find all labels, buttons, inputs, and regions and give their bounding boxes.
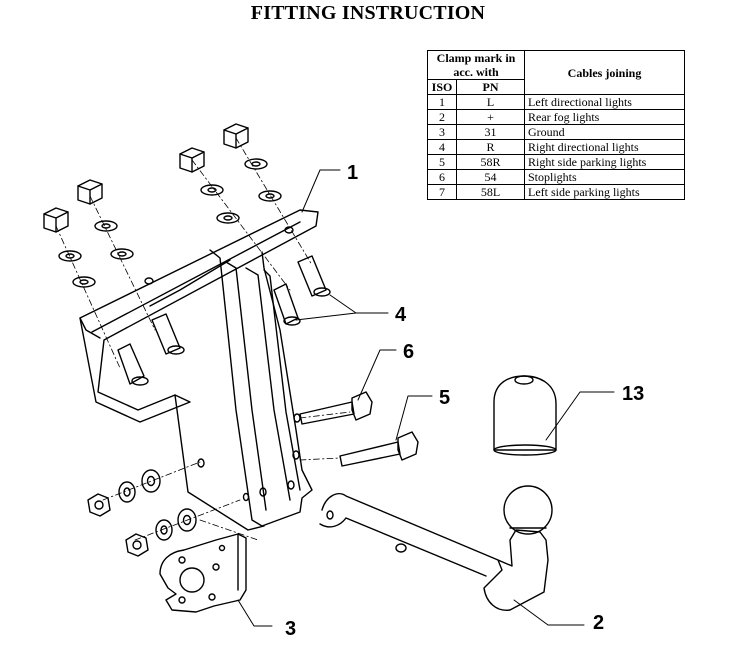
pn-cell: 58R (456, 154, 525, 170)
desc-cell: Right directional lights (524, 139, 685, 155)
ball-bar (319, 485, 553, 611)
pn-header: PN (456, 79, 525, 95)
clamp-header: Clamp mark in acc. with (427, 50, 525, 80)
callout-13: 13 (622, 383, 645, 405)
callout-6: 6 (403, 341, 415, 363)
assembly-axes (55, 137, 351, 541)
leader-lines (237, 169, 615, 627)
top-nuts-washers (43, 123, 282, 288)
short-bolts (117, 255, 331, 386)
table-row: 2+Rear fog lights (427, 109, 685, 125)
callout-3: 3 (285, 618, 297, 640)
desc-cell: Right side parking lights (524, 154, 685, 170)
bracket-part (79, 209, 319, 531)
socket-plate (159, 533, 247, 613)
lower-nuts-washers (87, 469, 197, 557)
callout-4: 4 (395, 304, 407, 326)
iso-cell: 7 (427, 184, 457, 200)
callout-1: 1 (347, 162, 359, 184)
callout-5: 5 (439, 387, 451, 409)
callout-2: 2 (593, 612, 605, 634)
desc-cell: Left side parking lights (524, 184, 685, 200)
page-title: FITTING INSTRUCTION (250, 2, 486, 24)
cable-table: Clamp mark in acc. with Cables joining I… (427, 50, 685, 200)
long-bolts (299, 391, 419, 467)
ball-cap (493, 375, 557, 456)
